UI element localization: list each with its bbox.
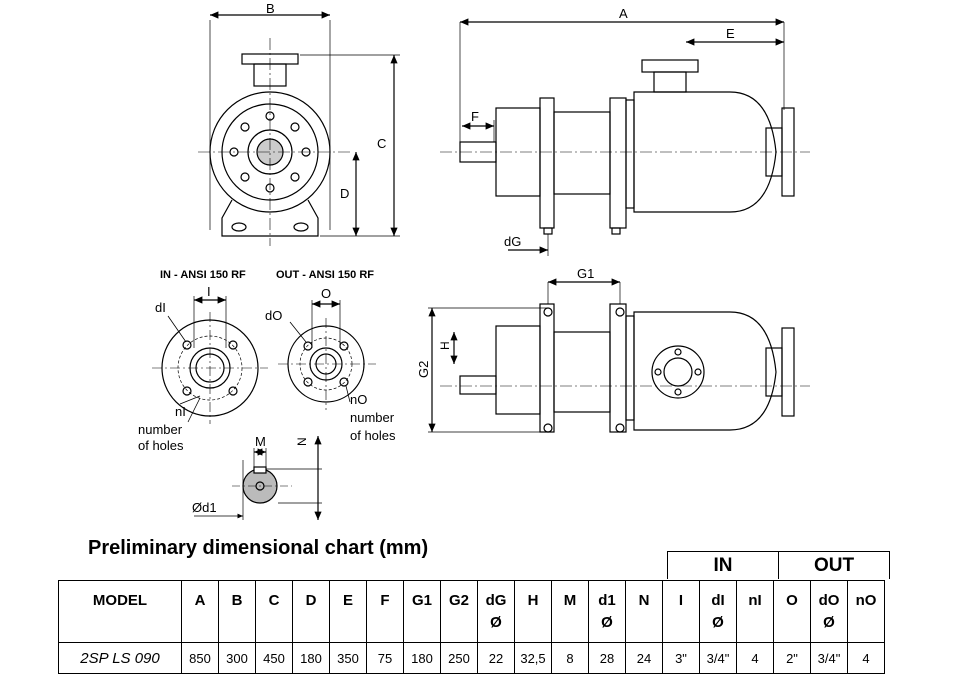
header-cell: A (181, 580, 219, 643)
out-flange-caption: OUT - ANSI 150 RF (276, 269, 374, 281)
in-flange-i-label: I (207, 284, 211, 299)
technical-drawing: B C D A E F dG (138, 1, 810, 520)
shaft-section (194, 436, 322, 520)
value-cell: 450 (255, 642, 293, 674)
value-cell: 24 (625, 642, 663, 674)
header-cell: I (662, 580, 700, 643)
value-cell: 350 (329, 642, 367, 674)
dim-g2-label: G2 (416, 361, 431, 378)
value-cell: 250 (440, 642, 478, 674)
header-cell: G2 (440, 580, 478, 643)
value-cell: 180 (403, 642, 441, 674)
dim-b-label: B (266, 1, 275, 16)
shaft-n-label: N (295, 437, 309, 446)
header-cell: nI (736, 580, 774, 643)
shaft-d1-label: Ød1 (192, 500, 217, 515)
group-in-label: IN (667, 551, 779, 579)
in-flange-holes-line1: number (138, 422, 183, 437)
header-cell: C (255, 580, 293, 643)
header-cell: O (773, 580, 811, 643)
value-cell: 4 (847, 642, 885, 674)
in-flange-holes-line2: of holes (138, 438, 184, 453)
model-name: 2SP LS 090 (58, 642, 182, 674)
header-cell: H (514, 580, 552, 643)
dim-g1-label: G1 (577, 266, 594, 281)
dim-c-label: C (377, 136, 386, 151)
top-view (428, 278, 810, 433)
value-cell: 3" (662, 642, 700, 674)
header-cell: dG Ø (477, 580, 515, 643)
header-cell: dI Ø (699, 580, 737, 643)
value-cell: 28 (588, 642, 626, 674)
in-flange-caption: IN - ANSI 150 RF (160, 269, 246, 281)
dim-dg-label: dG (504, 234, 521, 249)
value-cell: 32,5 (514, 642, 552, 674)
header-cell: B (218, 580, 256, 643)
dim-h-label: H (438, 341, 452, 350)
value-cell: 8 (551, 642, 589, 674)
front-view (198, 11, 400, 246)
dim-a-label: A (619, 6, 628, 21)
value-cell: 75 (366, 642, 404, 674)
header-cell: nO (847, 580, 885, 643)
value-cell: 3/4" (699, 642, 737, 674)
shaft-m-label: M (255, 434, 266, 449)
dim-d-label: D (340, 186, 349, 201)
out-flange-no-label: nO (350, 392, 367, 407)
header-cell: D (292, 580, 330, 643)
table-row: 2SP LS 090 850 300 450 180 350 75 180 25… (58, 642, 885, 674)
side-view (440, 18, 810, 256)
in-flange-di-label: dI (155, 300, 166, 315)
out-flange-holes-line2: of holes (350, 428, 396, 443)
in-flange-drawing (152, 296, 268, 424)
out-flange-o-label: O (321, 286, 331, 301)
out-flange-holes-line1: number (350, 410, 395, 425)
value-cell: 180 (292, 642, 330, 674)
in-flange-ni-label: nI (175, 404, 186, 419)
header-cell: N (625, 580, 663, 643)
value-cell: 850 (181, 642, 219, 674)
group-header: IN OUT (667, 551, 890, 579)
header-cell: M (551, 580, 589, 643)
chart-title: Preliminary dimensional chart (mm) (88, 537, 429, 559)
header-cell: G1 (403, 580, 441, 643)
header-cell: d1 Ø (588, 580, 626, 643)
group-out-label: OUT (778, 551, 890, 579)
header-cell: F (366, 580, 404, 643)
header-model: MODEL (58, 580, 182, 643)
value-cell: 4 (736, 642, 774, 674)
value-cell: 22 (477, 642, 515, 674)
value-cell: 300 (218, 642, 256, 674)
value-cell: 3/4" (810, 642, 848, 674)
dim-e-label: E (726, 26, 735, 41)
header-cell: dO Ø (810, 580, 848, 643)
dimension-table: MODEL A B C D E F G1 G2 dG Ø H M d1 Ø N … (58, 580, 885, 674)
out-flange-do-label: dO (265, 308, 282, 323)
out-flange-drawing (278, 300, 376, 410)
value-cell: 2" (773, 642, 811, 674)
table-header-row: MODEL A B C D E F G1 G2 dG Ø H M d1 Ø N … (58, 580, 885, 643)
dim-f-label: F (471, 109, 479, 124)
header-cell: E (329, 580, 367, 643)
